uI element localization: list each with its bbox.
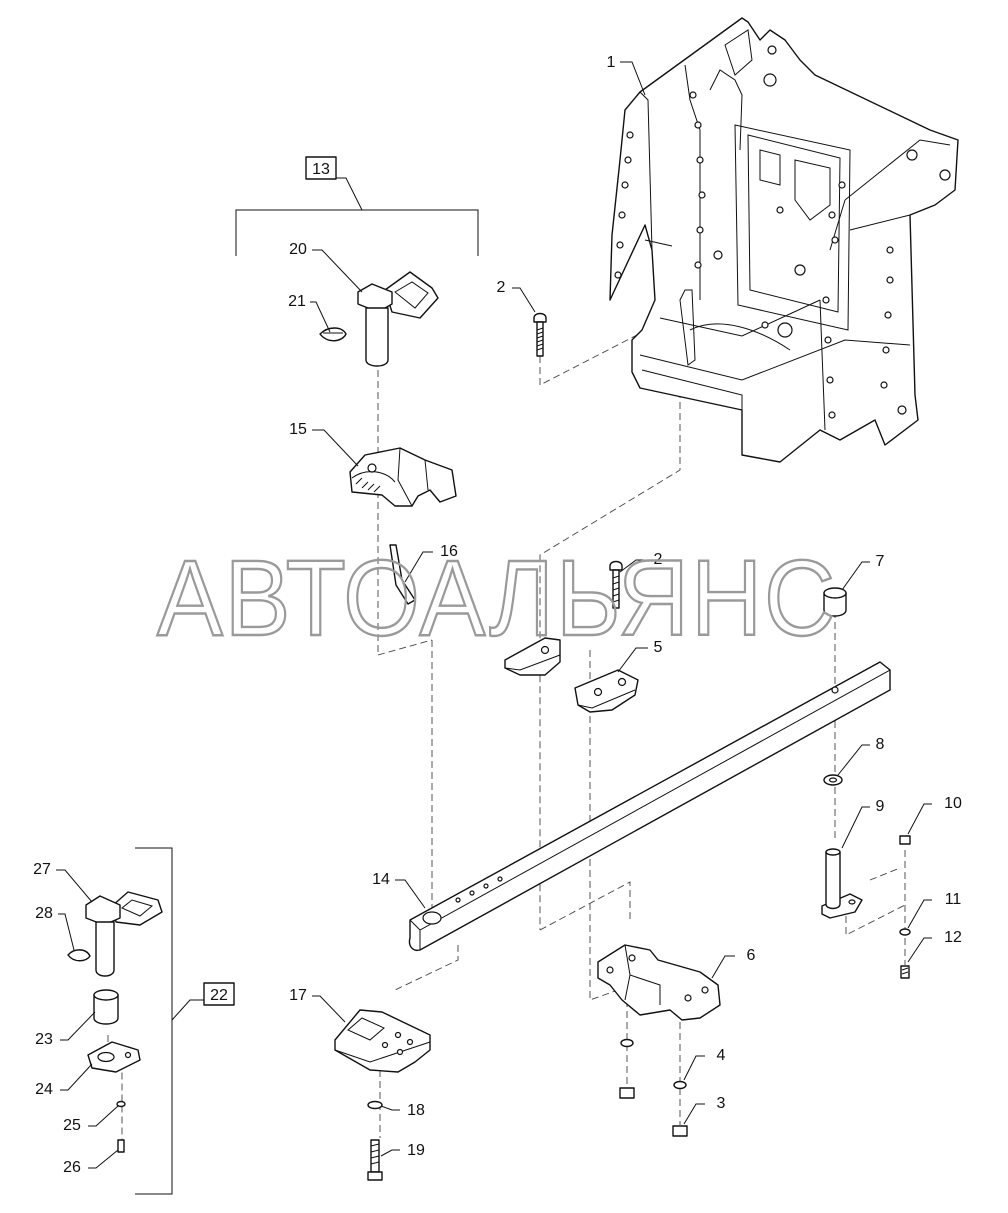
bolt-12[interactable] bbox=[900, 965, 910, 979]
kit-22-bracket bbox=[135, 847, 204, 1195]
watermark-text: АВТОАЛЬЯНС bbox=[157, 537, 837, 658]
label-17[interactable]: 17 bbox=[289, 987, 307, 1004]
callout-labels: 1 2 20 21 15 16 2 7 5 8 9 10 11 12 14 6 … bbox=[33, 54, 962, 1176]
label-8[interactable]: 8 bbox=[876, 736, 885, 753]
washer-4[interactable] bbox=[673, 1080, 687, 1090]
clip-28[interactable] bbox=[67, 949, 91, 962]
label-6[interactable]: 6 bbox=[747, 947, 756, 964]
bushing-7[interactable] bbox=[823, 587, 847, 617]
plate-24[interactable] bbox=[87, 1041, 141, 1073]
label-21[interactable]: 21 bbox=[288, 293, 306, 310]
label-10[interactable]: 10 bbox=[944, 795, 962, 812]
hook-15[interactable] bbox=[349, 447, 457, 507]
bolt-lower[interactable] bbox=[609, 560, 623, 609]
washer-25[interactable] bbox=[116, 1100, 126, 1108]
label-12[interactable]: 12 bbox=[944, 929, 962, 946]
nut-3[interactable] bbox=[672, 1125, 688, 1137]
label-26[interactable]: 26 bbox=[63, 1159, 81, 1176]
plate-5a[interactable] bbox=[504, 637, 561, 676]
pin-9[interactable] bbox=[821, 848, 863, 919]
pin-16[interactable] bbox=[389, 544, 416, 605]
label-5[interactable]: 5 bbox=[654, 639, 663, 656]
spring-clip-21[interactable] bbox=[319, 327, 347, 342]
kit-13-bracket bbox=[235, 177, 479, 256]
label-14[interactable]: 14 bbox=[372, 871, 390, 888]
label-13[interactable]: 13 bbox=[312, 161, 330, 178]
label-28[interactable]: 28 bbox=[35, 905, 53, 922]
label-27[interactable]: 27 bbox=[33, 861, 51, 878]
washer-8[interactable] bbox=[823, 774, 843, 786]
label-2-lower[interactable]: 2 bbox=[654, 551, 663, 568]
nut-3a[interactable] bbox=[619, 1087, 635, 1099]
label-9[interactable]: 9 bbox=[876, 798, 885, 815]
kit-13-box bbox=[305, 156, 337, 180]
bolt-upper[interactable] bbox=[533, 312, 547, 357]
label-22[interactable]: 22 bbox=[210, 987, 228, 1004]
pin-27[interactable] bbox=[85, 891, 163, 977]
washer-18[interactable] bbox=[367, 1100, 383, 1110]
label-24[interactable]: 24 bbox=[35, 1081, 53, 1098]
label-1[interactable]: 1 bbox=[607, 54, 616, 71]
label-16[interactable]: 16 bbox=[440, 543, 458, 560]
leader-lines bbox=[56, 61, 932, 1169]
plate-17[interactable] bbox=[334, 1009, 431, 1073]
washer-11[interactable] bbox=[899, 928, 911, 936]
bracket-6[interactable] bbox=[597, 944, 721, 1021]
label-11[interactable]: 11 bbox=[945, 891, 962, 908]
bolt-26[interactable] bbox=[117, 1139, 125, 1153]
label-20[interactable]: 20 bbox=[289, 241, 307, 258]
nut-10[interactable] bbox=[899, 835, 911, 845]
lynch-pin-20[interactable] bbox=[357, 271, 439, 367]
label-4[interactable]: 4 bbox=[717, 1047, 726, 1064]
kit-22-box bbox=[203, 982, 235, 1006]
hitch-frame[interactable] bbox=[609, 17, 959, 463]
label-3[interactable]: 3 bbox=[717, 1095, 726, 1112]
drawbar-14[interactable] bbox=[408, 661, 891, 952]
bushing-23[interactable] bbox=[93, 989, 119, 1025]
label-2-upper[interactable]: 2 bbox=[497, 279, 506, 296]
label-25[interactable]: 25 bbox=[63, 1117, 81, 1134]
label-23[interactable]: 23 bbox=[35, 1031, 53, 1048]
plate-5b[interactable] bbox=[574, 669, 639, 713]
label-19[interactable]: 19 bbox=[407, 1142, 425, 1159]
washer-4a[interactable] bbox=[620, 1038, 634, 1048]
bolt-19[interactable] bbox=[367, 1139, 383, 1181]
label-15[interactable]: 15 bbox=[289, 421, 307, 438]
label-18[interactable]: 18 bbox=[407, 1102, 425, 1119]
label-7[interactable]: 7 bbox=[876, 553, 885, 570]
